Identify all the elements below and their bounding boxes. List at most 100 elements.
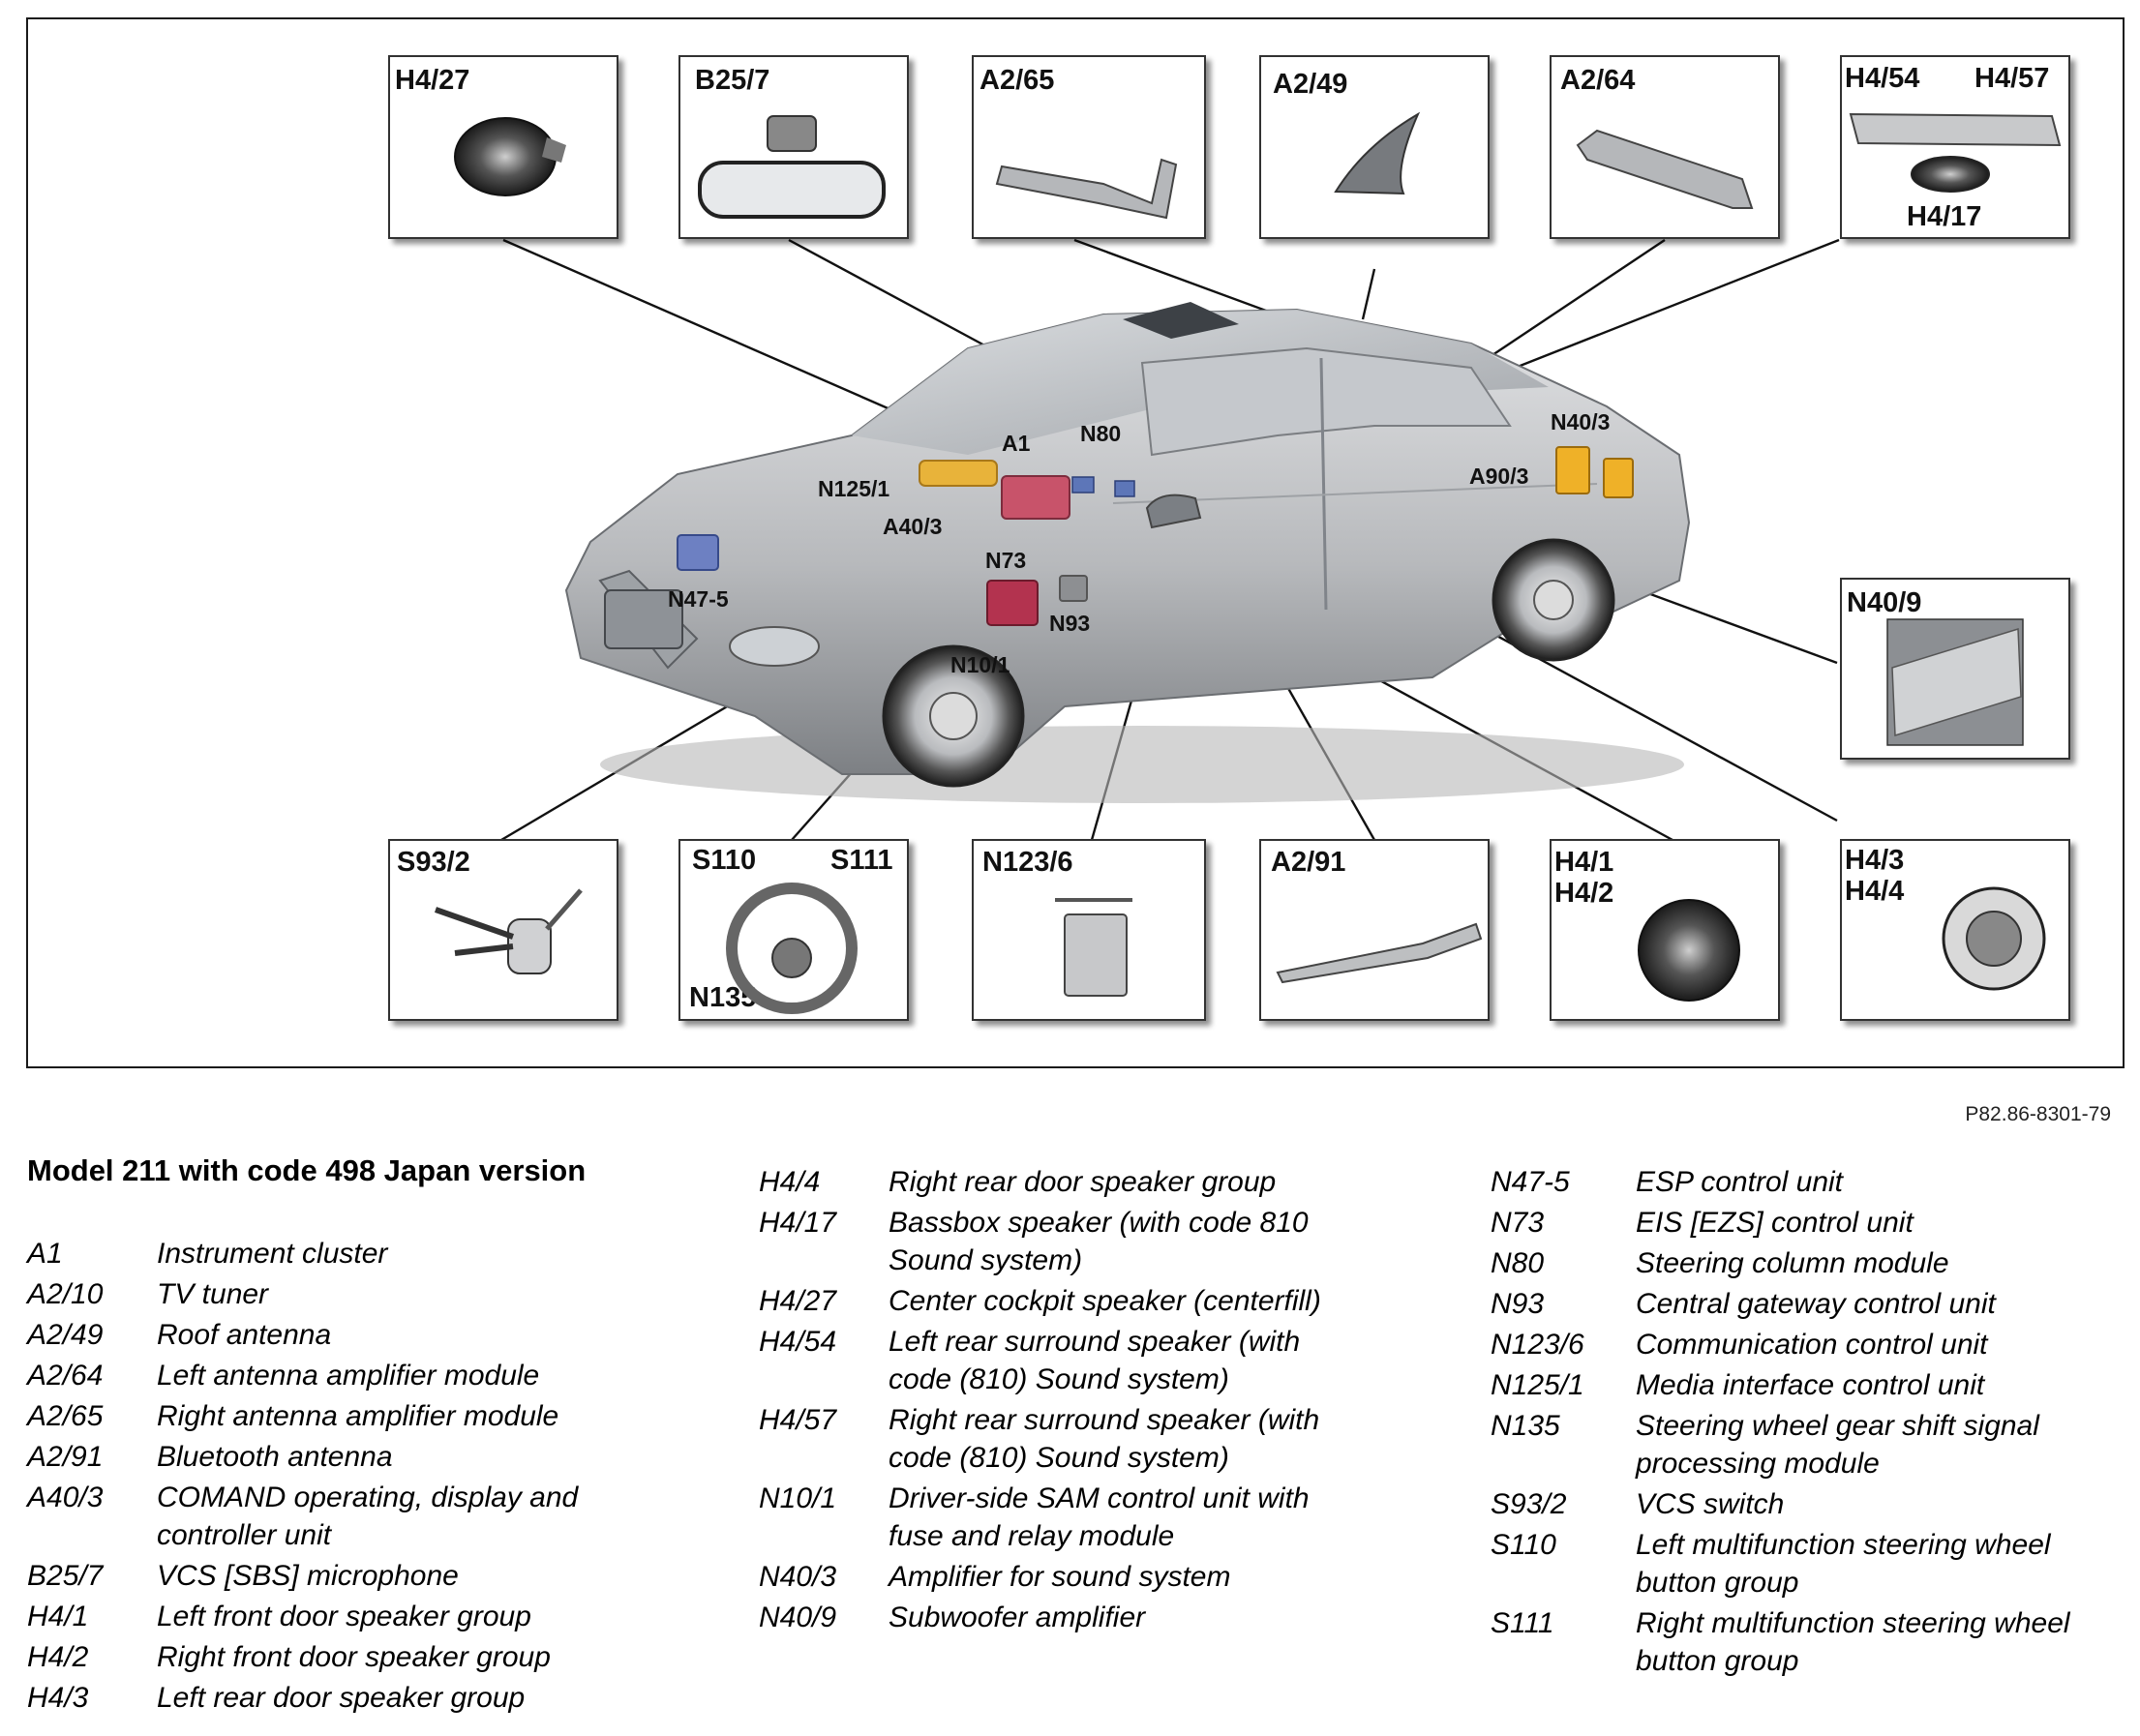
legend-code: A2/64 [27,1360,104,1392]
car-label: A40/3 [883,514,942,539]
legend-code: N40/9 [759,1601,837,1633]
legend-description-line: VCS [SBS] microphone [157,1560,459,1592]
legend-description-line: Roof antenna [157,1319,332,1351]
car-label: N125/1 [818,476,889,501]
legend-description-line: fuse and relay module [889,1520,1175,1552]
legend-description-line: Driver-side SAM control unit with [889,1482,1310,1514]
box-label: S93/2 [397,847,470,878]
legend-description-line: button group [1636,1645,1799,1677]
legend-description: Right multifunction steering wheel button… [1636,1604,2070,1680]
box-label: H4/4 [1845,876,1904,907]
legend-description: Media interface control unit [1636,1366,1984,1404]
legend-code: H4/3 [27,1682,89,1714]
car-label: N73 [985,548,1026,573]
legend-description: Driver-side SAM control unit with fuse an… [889,1480,1310,1555]
legend-description-line: Bluetooth antenna [157,1441,393,1473]
legend-code: A2/91 [27,1441,104,1473]
legend-description: Right antenna amplifier module [157,1397,558,1435]
legend-description-line: Right antenna amplifier module [157,1400,559,1432]
legend-code: N10/1 [759,1482,837,1514]
component-box-a2-65: A2/65 [972,55,1206,239]
box-label: H4/3 [1845,845,1904,876]
legend-description-line: Bassbox speaker (with code 810 [889,1207,1309,1239]
legend-code: S111 [1491,1607,1554,1639]
component-box-h4-1-2: H4/1 H4/2 [1550,839,1780,1021]
legend-description: Left front door speaker group [157,1598,531,1635]
box-label: A2/49 [1273,69,1347,100]
legend-description-line: Center cockpit speaker (centerfill) [889,1285,1321,1317]
box-label: N123/6 [982,847,1073,878]
legend-code: H4/1 [27,1601,89,1632]
legend-description: Left rear surround speaker (with code (81… [889,1323,1300,1398]
legend-description-line: button group [1636,1567,1799,1599]
legend-description: Right rear surround speaker (with code (8… [889,1401,1319,1477]
legend-description-line: Media interface control unit [1636,1369,1985,1401]
legend-description-line: Sound system) [889,1244,1083,1276]
legend-code: N123/6 [1491,1329,1584,1361]
box-label: A2/91 [1271,847,1345,878]
legend-description: Instrument cluster [157,1235,387,1272]
box-label: H4/27 [395,65,469,96]
legend-description-line: Communication control unit [1636,1329,1988,1361]
legend-description: Steering column module [1636,1244,1949,1282]
legend-description: Center cockpit speaker (centerfill) [889,1282,1321,1320]
component-diagram: A1 N80 N125/1 A40/3 N73 N47-5 N93 N10/1 … [388,55,2070,1021]
legend-description: Left multifunction steering wheel button … [1636,1526,2051,1601]
component-box-h4-54-57: H4/54 H4/57 H4/17 [1840,55,2070,239]
legend-title: Model 211 with code 498 Japan version [27,1153,587,1187]
legend-description-line: Instrument cluster [157,1238,388,1270]
legend-description: VCS [SBS] microphone [157,1557,459,1595]
box-label: H4/1 [1554,847,1613,878]
legend-description-line: VCS switch [1636,1488,1785,1520]
legend-description-line: Left multifunction steering wheel [1636,1529,2051,1561]
component-box-n123-6: N123/6 [972,839,1206,1021]
legend-code: H4/17 [759,1207,837,1239]
box-label: H4/17 [1907,201,1981,232]
legend-description-line: Right rear surround speaker (with [889,1404,1320,1436]
legend-description-line: TV tuner [157,1278,269,1310]
legend-description-line: Left front door speaker group [157,1601,531,1632]
legend-code: N135 [1491,1410,1560,1442]
car-illustration [564,302,1691,803]
legend-description-line: Right rear door speaker group [889,1166,1277,1198]
legend-description: Roof antenna [157,1316,331,1354]
legend-description: Subwoofer amplifier [889,1599,1145,1636]
legend-code: H4/54 [759,1326,837,1358]
car-label: N10/1 [950,652,1010,677]
component-box-a2-64: A2/64 [1550,55,1780,239]
component-box-a2-49: A2/49 [1259,55,1490,239]
legend-description-line: code (810) Sound system) [889,1442,1229,1474]
figure-reference: P82.86-8301-79 [1965,1103,2111,1125]
legend-code: S93/2 [1491,1488,1567,1520]
connector-line [1468,239,1666,372]
legend-code: N93 [1491,1288,1545,1320]
legend-description-line: EIS [EZS] control unit [1636,1207,1914,1239]
legend-description: Right rear door speaker group [889,1163,1276,1201]
component-box-s110-111: S110 S111 N135 [678,839,909,1021]
legend-description: Amplifier for sound system [889,1558,1230,1596]
component-box-b25-7: B25/7 [678,55,909,239]
legend-description-line: Left rear surround speaker (with [889,1326,1301,1358]
box-label: H4/54 [1845,63,1919,94]
legend-description: Bluetooth antenna [157,1438,393,1476]
legend-code: A2/65 [27,1400,104,1432]
legend-description-line: Right multifunction steering wheel [1636,1607,2070,1639]
legend-description: Right front door speaker group [157,1638,551,1676]
component-box-a2-91: A2/91 [1259,839,1490,1021]
box-label: H4/2 [1554,878,1613,909]
car-label: N40/3 [1551,409,1610,434]
box-label: S111 [830,845,893,876]
legend-code: H4/2 [27,1641,89,1673]
legend-code: H4/4 [759,1166,821,1198]
car-label: A90/3 [1469,464,1528,489]
legend-code: B25/7 [27,1560,104,1592]
legend-description: TV tuner [157,1275,268,1313]
legend-description: VCS switch [1636,1485,1784,1523]
box-label: A2/65 [980,65,1054,96]
legend-description-line: code (810) Sound system) [889,1363,1229,1395]
legend-description-line: Steering column module [1636,1247,1949,1279]
legend-code: H4/57 [759,1404,837,1436]
legend-description-line: Steering wheel gear shift signal [1636,1410,2039,1442]
